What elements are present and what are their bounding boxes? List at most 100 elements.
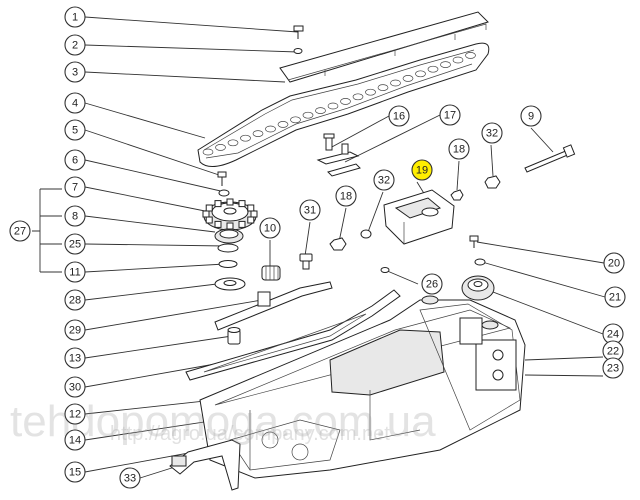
- callout-label: 1: [72, 12, 78, 24]
- long-bolt-part: [524, 144, 576, 173]
- callout-22: 22: [602, 340, 624, 362]
- callout-label: 32: [486, 128, 498, 140]
- callout-label: 21: [609, 292, 621, 304]
- bushing-part: [227, 327, 241, 345]
- callout-30: 30: [64, 376, 86, 398]
- nut-part: [484, 175, 501, 189]
- callout-12: 12: [64, 403, 86, 425]
- callout-18: 18: [448, 138, 470, 160]
- callout-10: 10: [259, 217, 281, 239]
- pin-part: [323, 133, 335, 151]
- sprocket-part: [202, 198, 258, 231]
- callout-label: 5: [72, 125, 78, 137]
- callout-4: 4: [64, 92, 86, 114]
- callout-label: 31: [304, 205, 316, 217]
- tensioner-block-part: [383, 189, 455, 245]
- callout-5: 5: [64, 119, 86, 141]
- bolt-part: [293, 25, 304, 39]
- callout-label: 2: [72, 40, 78, 52]
- callout-26: 26: [421, 273, 443, 295]
- callout-9: 9: [520, 105, 542, 127]
- callout-label: 29: [69, 325, 81, 337]
- callout-label: 6: [72, 155, 78, 167]
- callout-23: 23: [602, 357, 624, 379]
- callout-label: 10: [264, 223, 276, 235]
- callout-label: 19: [416, 165, 428, 177]
- callout-3: 3: [64, 61, 86, 83]
- bracket-plate-part: [214, 281, 333, 331]
- spring-part: [261, 265, 281, 281]
- callout-28: 28: [64, 289, 86, 311]
- washer-part: [293, 48, 303, 54]
- callout-1: 1: [64, 6, 86, 28]
- callout-24: 24: [602, 323, 624, 345]
- callout-31: 31: [299, 199, 321, 221]
- nut-part: [329, 237, 347, 251]
- callout-label: 11: [69, 267, 80, 279]
- bolt-part: [217, 171, 227, 186]
- callout-label: 15: [69, 467, 81, 479]
- washer-part: [474, 258, 486, 266]
- callout-20: 20: [603, 252, 625, 274]
- callout-25: 25: [64, 233, 86, 255]
- callout-label: 20: [608, 258, 620, 270]
- screw-part: [380, 267, 390, 273]
- chain-part: [197, 42, 490, 167]
- group-bracket: [32, 188, 62, 273]
- callout-label: 30: [69, 382, 81, 394]
- callout-label: 24: [607, 329, 619, 341]
- callout-6: 6: [64, 149, 86, 171]
- callout-27: 27: [9, 220, 31, 242]
- callout-18: 18: [335, 185, 357, 207]
- callout-label: 4: [72, 98, 78, 110]
- callout-label: 27: [14, 226, 26, 238]
- washer-part: [218, 189, 230, 197]
- callout-label: 17: [444, 110, 456, 122]
- callout-label: 23: [607, 363, 619, 375]
- callout-29: 29: [64, 319, 86, 341]
- leader-lines: [84, 16, 606, 479]
- callout-33: 33: [119, 467, 141, 489]
- callout-label: 26: [426, 279, 438, 291]
- washer-part: [214, 277, 246, 291]
- callout-11: 11: [64, 261, 86, 283]
- callout-label: 7: [72, 182, 78, 194]
- callout-7: 7: [64, 176, 86, 198]
- guide-rail-part: [279, 11, 489, 83]
- callout-label: 22: [607, 346, 619, 358]
- nut-part: [450, 189, 464, 201]
- ring-part: [218, 260, 238, 268]
- callout-label: 28: [69, 295, 81, 307]
- callout-label: 33: [124, 473, 136, 485]
- callout-21: 21: [604, 286, 626, 308]
- callout-14: 14: [64, 429, 86, 451]
- callout-label: 18: [340, 191, 352, 203]
- callout-label: 16: [393, 111, 405, 123]
- bolt-part: [469, 235, 479, 248]
- guide-plate-part: [185, 289, 401, 381]
- ring-part: [217, 243, 239, 253]
- callout-label: 25: [69, 239, 81, 251]
- bolt-part: [299, 253, 313, 270]
- bearing-part: [214, 228, 244, 244]
- callout-label: 18: [453, 144, 465, 156]
- callout-label: 9: [528, 111, 534, 123]
- callout-label: 14: [69, 435, 81, 447]
- watermark-faint-text: http://agro.ua/company.com.net: [110, 423, 390, 445]
- sprocket-part: [461, 275, 495, 301]
- washer-part: [360, 229, 372, 239]
- slide-plate-part: [316, 143, 361, 177]
- callout-32: 32: [481, 122, 503, 144]
- lever-part: [169, 439, 241, 491]
- callout-label: 13: [69, 353, 81, 365]
- callout-13: 13: [64, 347, 86, 369]
- callout-label: 12: [69, 409, 81, 421]
- callout-17: 17: [439, 104, 461, 126]
- callout-label: 32: [378, 175, 390, 187]
- callout-label: 8: [72, 211, 78, 223]
- callout-8: 8: [64, 205, 86, 227]
- callout-2: 2: [64, 34, 86, 56]
